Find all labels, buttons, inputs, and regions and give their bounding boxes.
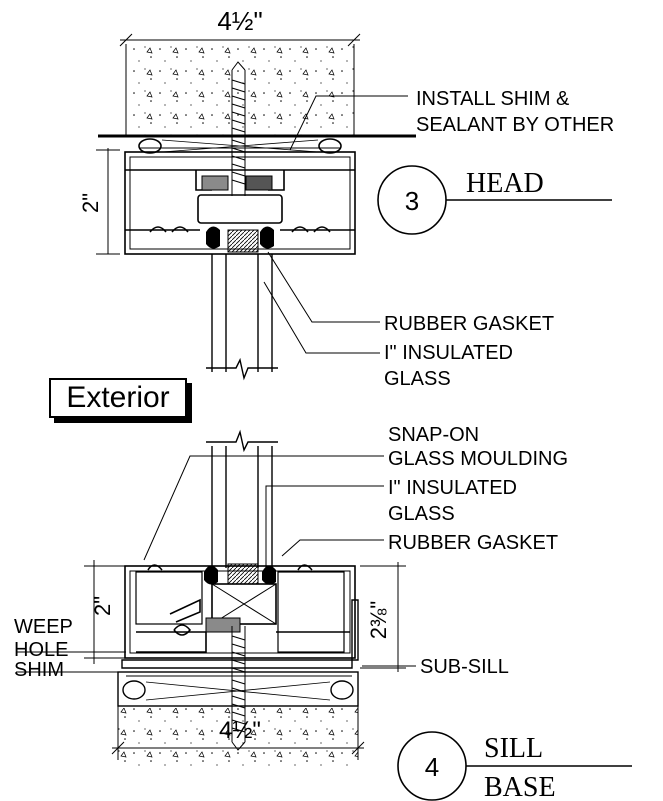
sill-detail-callout bbox=[397, 731, 632, 801]
head-frame bbox=[124, 138, 356, 255]
sill-frame bbox=[124, 564, 356, 659]
sill-glass bbox=[206, 429, 278, 568]
sill-right-dimension-text: 2⅜" bbox=[366, 601, 391, 639]
head-side-dimension-text: 2" bbox=[78, 193, 103, 213]
sill-gasket-right bbox=[262, 565, 276, 585]
sill-thermal-break bbox=[205, 617, 241, 633]
head-side-dimension bbox=[96, 148, 120, 255]
sill-right-dimension bbox=[360, 562, 406, 672]
head-thermal-break-left bbox=[201, 175, 229, 191]
head-glass bbox=[206, 254, 278, 381]
sill-detail-title-line2: BASE bbox=[484, 772, 556, 801]
head-anchor-screw bbox=[231, 61, 246, 196]
sill-note-weep-line2: HOLE bbox=[14, 639, 68, 661]
sill-bottom-dimension bbox=[111, 704, 365, 760]
sill-note-glass-line2: GLASS bbox=[388, 503, 455, 525]
head-note-glass-line2: GLASS bbox=[384, 368, 451, 390]
sill-detail-number: 4 bbox=[425, 752, 439, 782]
head-top-dimension bbox=[119, 33, 361, 47]
sill-bottom-dimension-text: 4½" bbox=[219, 717, 261, 744]
head-gasket-right bbox=[260, 226, 274, 249]
sill-setting-block bbox=[227, 563, 259, 585]
exterior-label: Exterior bbox=[49, 378, 187, 418]
head-leaders bbox=[263, 95, 408, 354]
head-top-dimension-text: 4½" bbox=[217, 6, 262, 36]
sill-side-dimension-text: 2" bbox=[90, 596, 115, 616]
head-note-glass-line1: I" INSULATED bbox=[384, 342, 513, 364]
sill-side-dimension bbox=[84, 560, 128, 664]
head-note-gasket: RUBBER GASKET bbox=[384, 313, 554, 335]
sill-note-subsill: SUB-SILL bbox=[420, 656, 509, 678]
head-note-shim-line2: SEALANT BY OTHER bbox=[416, 114, 614, 136]
sill-note-gasket: RUBBER GASKET bbox=[388, 532, 558, 554]
head-note-shim-line1: INSTALL SHIM & bbox=[416, 88, 570, 110]
sill-note-moulding-line2: GLASS MOULDING bbox=[388, 448, 568, 470]
head-detail-number: 3 bbox=[405, 186, 419, 216]
sill-note-shim: SHIM bbox=[14, 659, 64, 681]
head-thermal-break-right bbox=[245, 175, 273, 191]
sill-note-weep-line1: WEEP bbox=[14, 616, 73, 638]
head-gasket-left bbox=[206, 226, 220, 249]
sill-note-glass-line1: I" INSULATED bbox=[388, 477, 517, 499]
head-detail-callout bbox=[377, 165, 612, 235]
sill-detail: 4½" 2" 2⅜" SNAP-ON GLASS MOULDING I" INS… bbox=[14, 424, 632, 801]
sill-concrete bbox=[118, 708, 358, 772]
sill-note-moulding-line1: SNAP-ON bbox=[388, 424, 479, 446]
sill-leaders bbox=[16, 455, 416, 673]
sill-detail-title-line1: SILL bbox=[484, 733, 543, 764]
head-setting-block bbox=[227, 229, 259, 253]
sill-gasket-left bbox=[204, 565, 218, 585]
head-detail-title: HEAD bbox=[466, 168, 544, 199]
head-detail: 4½" bbox=[78, 6, 614, 390]
